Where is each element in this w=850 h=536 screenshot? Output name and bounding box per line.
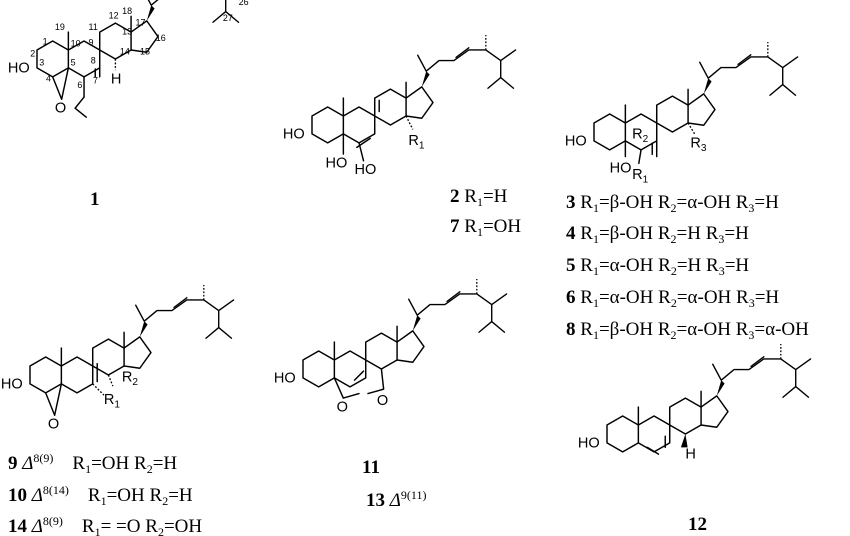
c1-atom-number: 2 xyxy=(30,49,35,59)
compound-11-label: 11 xyxy=(362,457,380,478)
compound-3-label: 3 R1=β-OH R2=α-OH R3=H xyxy=(566,192,779,215)
ho-label: HO xyxy=(8,60,30,76)
compound-14-label: 14 Δ8(9) R1= =O R2=OH xyxy=(8,514,203,536)
r2-label: R2 xyxy=(632,127,649,145)
c1-atom-number: 8 xyxy=(91,55,96,65)
compound-6-label: 6 R1=α-OH R2=α-OH R3=H xyxy=(566,287,780,310)
structure-9-10-14: HO O R1 R2 xyxy=(1,284,235,433)
r1-label: R1 xyxy=(632,167,649,185)
oh-label: HO xyxy=(610,160,632,176)
ho-label: HO xyxy=(283,126,305,142)
c1-atom-number: 7 xyxy=(93,76,98,86)
c1-atom-number: 18 xyxy=(122,6,132,16)
c1-atom-number: 17 xyxy=(136,17,146,27)
c1-atom-number: 11 xyxy=(89,22,98,32)
epoxide-o-label: O xyxy=(48,417,59,433)
structure-11-13: HO O O xyxy=(274,278,508,416)
compound-8-label: 8 R1=β-OH R2=α-OH R3=α-OH xyxy=(566,319,809,342)
c1-atom-number: 10 xyxy=(71,39,81,49)
r1-label: R1 xyxy=(408,133,425,151)
h-label: H xyxy=(685,447,696,463)
peroxide-o-label: O xyxy=(337,400,348,416)
structure-1: HO O H 1 2 3 4 5 6 7 8 9 10 11 12 13 14 … xyxy=(8,0,249,118)
h-label: H xyxy=(111,72,122,88)
oh-label: HO xyxy=(325,156,347,172)
oh-label: HO xyxy=(355,162,377,178)
ho-label: HO xyxy=(565,133,587,149)
c1-atom-number: 1 xyxy=(43,36,48,46)
c1-atom-number: 13 xyxy=(122,26,132,36)
compound-7-label: 7 R1=OH xyxy=(450,216,522,239)
ho-label: HO xyxy=(1,376,23,392)
structure-12: HO H xyxy=(578,343,812,463)
c1-atom-number: 14 xyxy=(120,46,130,56)
c1-atom-number: 3 xyxy=(39,58,44,68)
c1-atom-number: 15 xyxy=(140,46,150,56)
c1-atom-number: 26 xyxy=(239,0,249,7)
compound-5-label: 5 R1=α-OH R2=H R3=H xyxy=(566,255,750,278)
epoxide-o-label: O xyxy=(55,101,66,117)
structure-2-7: HO HO HO R1 xyxy=(283,34,517,178)
compound-2-label: 2 R1=H xyxy=(450,186,508,209)
compound-1-label: 1 xyxy=(90,189,100,210)
c1-atom-number: 4 xyxy=(46,73,51,83)
c1-atom-number: 23 xyxy=(183,0,193,2)
c1-atom-number: 5 xyxy=(71,58,76,68)
c1-atom-number: 6 xyxy=(77,80,82,90)
ho-label: HO xyxy=(578,435,600,451)
r3-label: R3 xyxy=(690,136,707,154)
r2-label: R2 xyxy=(122,370,139,388)
ho-label: HO xyxy=(274,370,296,386)
c1-atom-number: 27 xyxy=(223,13,233,23)
c1-atom-number: 9 xyxy=(89,38,94,48)
c1-atom-number: 12 xyxy=(109,11,119,21)
r1-label: R1 xyxy=(104,392,121,410)
compound-9-label: 9 Δ8(9) R1=OH R2=H xyxy=(8,451,178,476)
structure-3-8: HO HO R1 R2 R3 xyxy=(565,41,799,185)
compound-10-label: 10 Δ8(14) R1=OH R2=H xyxy=(8,483,193,508)
c1-atom-number: 19 xyxy=(55,22,65,32)
compound-4-label: 4 R1=β-OH R2=H R3=H xyxy=(566,223,749,246)
compound-12-label: 12 xyxy=(688,514,707,535)
c1-atom-number: 16 xyxy=(156,33,166,43)
compound-13-label: 13 Δ9(11) xyxy=(366,488,427,511)
peroxide-o-label: O xyxy=(377,393,388,409)
